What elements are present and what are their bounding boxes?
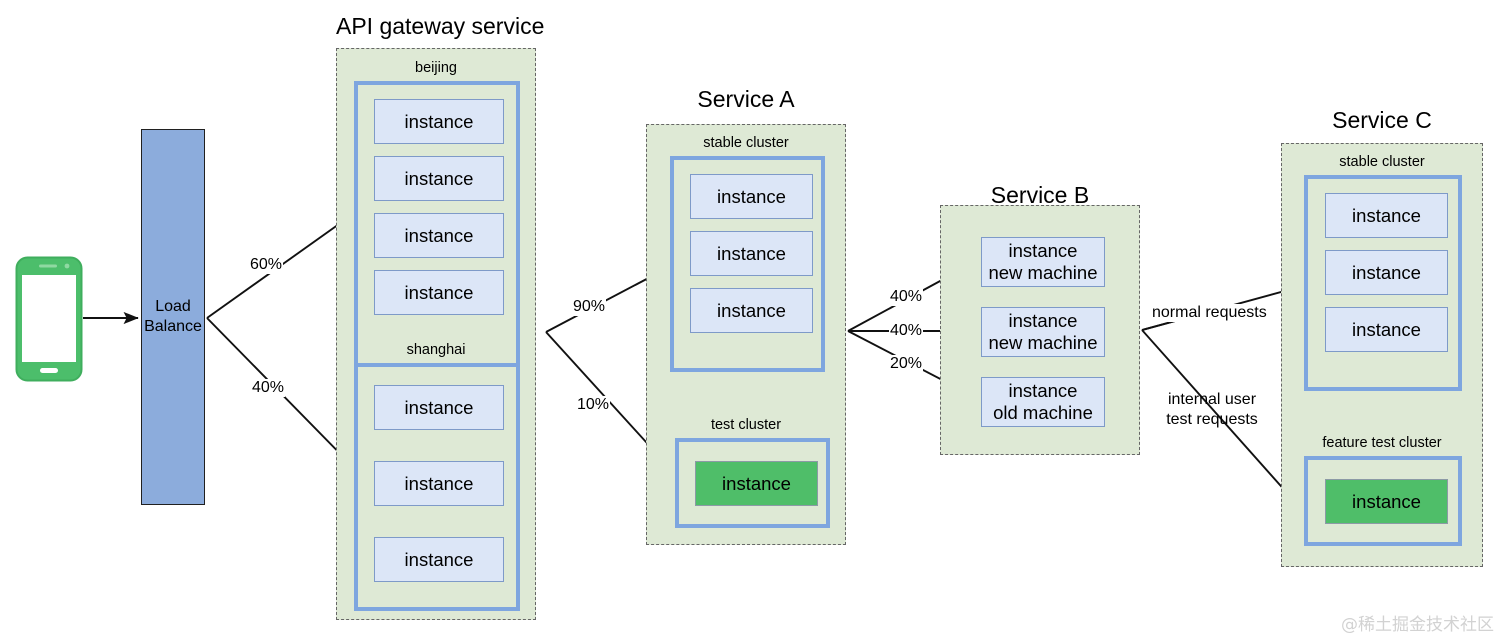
cluster-label-a-stable: stable cluster: [703, 135, 789, 151]
cluster-label-c-stable: stable cluster: [1339, 154, 1425, 170]
cluster-label-shanghai: shanghai: [406, 342, 466, 358]
cluster-a-stable: instance instance instance: [670, 156, 825, 372]
edge-label-lb-to-shanghai: 40%: [251, 379, 286, 397]
cluster-shanghai: instance instance instance: [354, 363, 520, 611]
instance-c-stable-3[interactable]: instance: [1325, 307, 1448, 352]
cluster-a-test: instance: [675, 438, 830, 528]
instance-b-3-lines: instance old machine: [993, 380, 1093, 423]
load-balancer-label: Load Balance: [144, 298, 202, 335]
group-title-service-c: Service C: [1332, 107, 1432, 133]
group-service-b: instance new machine instance new machin…: [940, 205, 1140, 455]
cluster-label-c-feature: feature test cluster: [1322, 435, 1442, 451]
edge-label-a-to-b3: 20%: [889, 355, 924, 373]
instance-shanghai-1[interactable]: instance: [374, 385, 504, 430]
edge-label-b-to-c-stable: normal requests: [1151, 304, 1268, 322]
cluster-c-stable: instance instance instance: [1304, 175, 1462, 391]
group-service-a: stable cluster instance instance instanc…: [646, 124, 846, 545]
edge-label-a-to-b2: 40%: [889, 322, 924, 340]
instance-beijing-2[interactable]: instance: [374, 156, 504, 201]
instance-c-feature-1[interactable]: instance: [1325, 479, 1448, 524]
watermark: @稀土掘金技术社区: [1341, 615, 1494, 635]
instance-shanghai-2[interactable]: instance: [374, 461, 504, 506]
edge-label-lb-to-beijing: 60%: [249, 256, 284, 274]
phone-svg: [15, 256, 83, 382]
group-title-service-a: Service A: [697, 86, 795, 112]
cluster-label-a-test: test cluster: [710, 417, 782, 433]
group-service-c: stable cluster instance instance instanc…: [1281, 143, 1483, 567]
instance-b-1-lines: instance new machine: [988, 240, 1098, 283]
cluster-beijing: instance instance instance instance: [354, 81, 520, 375]
instance-a-test-1[interactable]: instance: [695, 461, 818, 506]
instance-shanghai-3[interactable]: instance: [374, 537, 504, 582]
edge-label-a-to-b1: 40%: [889, 288, 924, 306]
instance-a-stable-3[interactable]: instance: [690, 288, 813, 333]
instance-c-stable-2[interactable]: instance: [1325, 250, 1448, 295]
instance-a-stable-2[interactable]: instance: [690, 231, 813, 276]
cluster-c-feature: instance: [1304, 456, 1462, 546]
edge-label-b-to-c-feature: internal user test requests: [1166, 391, 1258, 428]
instance-b-3[interactable]: instance old machine: [981, 377, 1105, 427]
instance-b-2-lines: instance new machine: [988, 310, 1098, 353]
instance-c-stable-1[interactable]: instance: [1325, 193, 1448, 238]
mobile-phone-icon: [15, 256, 83, 387]
instance-b-2[interactable]: instance new machine: [981, 307, 1105, 357]
edge-label-gw-to-a-stable: 90%: [572, 298, 607, 316]
group-title-api-gateway: API gateway service: [336, 13, 545, 39]
instance-a-stable-1[interactable]: instance: [690, 174, 813, 219]
group-title-service-b: Service B: [990, 182, 1090, 208]
group-api-gateway: beijing instance instance instance insta…: [336, 48, 536, 620]
edge-label-gw-to-a-test: 10%: [576, 396, 611, 414]
cluster-label-beijing: beijing: [415, 60, 457, 76]
load-balancer-box[interactable]: Load Balance: [141, 129, 205, 505]
instance-b-1[interactable]: instance new machine: [981, 237, 1105, 287]
instance-beijing-4[interactable]: instance: [374, 270, 504, 315]
instance-beijing-1[interactable]: instance: [374, 99, 504, 144]
instance-beijing-3[interactable]: instance: [374, 213, 504, 258]
